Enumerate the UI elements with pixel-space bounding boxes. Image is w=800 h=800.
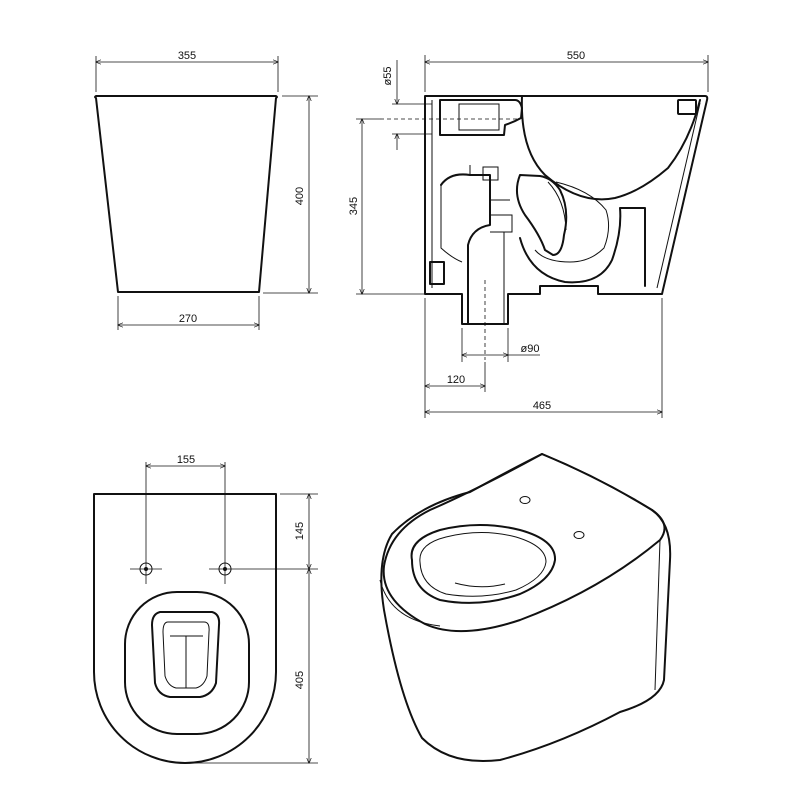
top-view-bowl-rim [124, 591, 250, 735]
perspective-outer-body [380, 453, 672, 763]
dim-outlet-diameter: ø90 [521, 343, 540, 355]
side-view-trapway [515, 174, 568, 256]
dim-front-height: 400 [294, 187, 306, 205]
dim-front-width-bottom: 270 [179, 313, 197, 325]
dim-base-length: 465 [533, 400, 551, 412]
side-view-outlet-pipe [440, 173, 491, 325]
dim-hole-spacing: 155 [177, 454, 195, 466]
perspective-top-rim [382, 453, 666, 633]
side-view-outer-shell [424, 95, 709, 325]
top-view-bowl-opening [151, 611, 221, 698]
side-view-inlet-cavity [439, 99, 523, 136]
dim-hole-to-front: 405 [294, 671, 306, 689]
dim-inlet-diameter: ø55 [382, 67, 394, 86]
dim-side-length: 550 [567, 50, 585, 62]
perspective-bowl-opening [410, 524, 557, 604]
perspective-fixing-hole-left [519, 496, 531, 504]
side-view-bowl [520, 95, 701, 201]
dim-hole-to-back: 145 [294, 522, 306, 540]
front-view-body [94, 95, 278, 293]
side-view: 550 ø55 345 ø90 120 465 [348, 50, 708, 418]
dim-outlet-offset: 120 [447, 374, 465, 386]
top-view-outline [93, 493, 277, 764]
dim-outlet-height: 345 [348, 197, 360, 215]
top-view: 155 145 405 [93, 454, 318, 764]
perspective-fixing-hole-right [573, 531, 585, 539]
front-view: 355 270 400 [94, 50, 318, 330]
perspective-view [379, 453, 672, 763]
dim-front-width-top: 355 [178, 50, 196, 62]
